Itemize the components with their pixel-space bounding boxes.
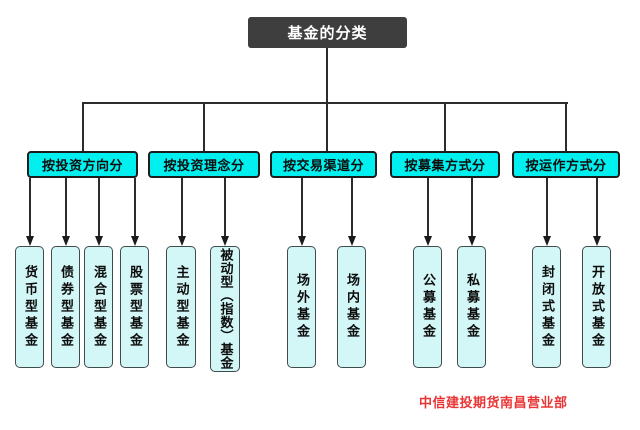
connector-drop-2 [203,102,205,151]
category-box-by-trading-channel: 按交易渠道分 [270,151,377,178]
fund-box-hybrid: 混合型基金 [84,246,113,368]
category-box-by-investment-philosophy: 按投资理念分 [148,151,260,178]
arrowhead-down-icon [297,236,306,246]
connector-horizontal-bar [82,102,568,104]
fund-label: 私募基金 [464,273,479,341]
arrowhead-down-icon [423,236,432,246]
fund-label: 货币型基金 [22,264,37,350]
connector-root-stem [326,48,328,103]
arrowhead-down-icon [130,236,139,246]
fund-box-bond: 债券型基金 [51,246,80,368]
category-label: 按运作方式分 [525,159,607,174]
fund-label: 场内基金 [344,273,359,341]
fund-label: 债券型基金 [58,264,73,350]
fund-label: 场外基金 [294,273,309,341]
diagram-title: 基金的分类 [287,24,368,42]
fund-box-stock: 股票型基金 [120,246,149,368]
fund-label: 混合型基金 [91,264,106,350]
category-label: 按投资理念分 [163,159,245,174]
arrow-to-closed-end-fund [542,178,551,246]
arrowhead-down-icon [220,236,229,246]
arrow-to-money-fund [25,178,34,246]
connector-drop-3 [326,102,328,151]
arrowhead-down-icon [347,236,356,246]
fund-label: 开放式基金 [589,264,604,350]
category-box-by-operation-mode: 按运作方式分 [512,151,620,178]
fund-label: 被动型（指数）基金 [217,248,233,370]
arrowhead-down-icon [592,236,601,246]
arrow-to-active-fund [177,178,186,246]
arrowhead-down-icon [177,236,186,246]
arrow-to-exchange-fund [347,178,356,246]
arrowhead-down-icon [542,236,551,246]
arrow-to-open-end-fund [592,178,601,246]
fund-box-money: 货币型基金 [15,246,44,368]
arrowhead-down-icon [467,236,476,246]
fund-box-otc: 场外基金 [287,246,316,368]
fund-box-private: 私募基金 [457,246,486,368]
arrow-to-private-fund [467,178,476,246]
category-label: 按投资方向分 [41,159,123,174]
fund-box-exchange: 场内基金 [337,246,366,368]
arrowhead-down-icon [61,236,70,246]
arrow-to-public-fund [423,178,432,246]
arrowhead-down-icon [94,236,103,246]
connector-drop-1 [82,102,84,151]
connector-drop-4 [444,102,446,151]
fund-box-passive-index: 被动型（指数）基金 [210,246,240,372]
category-label: 按交易渠道分 [282,159,364,174]
arrow-to-otc-fund [297,178,306,246]
arrow-to-stock-fund [130,178,139,246]
fund-label: 公募基金 [420,273,435,341]
arrowhead-down-icon [25,236,34,246]
branch-watermark-text: 中信建投期货南昌营业部 [419,396,568,411]
root-node-fund-classification: 基金的分类 [248,17,407,48]
category-box-by-investment-direction: 按投资方向分 [27,151,138,178]
fund-box-closed-end: 封闭式基金 [532,246,561,368]
fund-label: 主动型基金 [173,264,189,350]
fund-box-open-end: 开放式基金 [582,246,611,368]
connector-drop-5 [565,102,567,151]
arrow-to-passive-index-fund [220,178,229,246]
fund-box-active: 主动型基金 [166,246,196,368]
fund-label: 股票型基金 [127,264,142,350]
fund-label: 封闭式基金 [539,264,554,350]
fund-box-public: 公募基金 [413,246,442,368]
category-box-by-fundraising-method: 按募集方式分 [390,151,500,178]
arrow-to-hybrid-fund [94,178,103,246]
category-label: 按募集方式分 [404,159,486,174]
arrow-to-bond-fund [61,178,70,246]
